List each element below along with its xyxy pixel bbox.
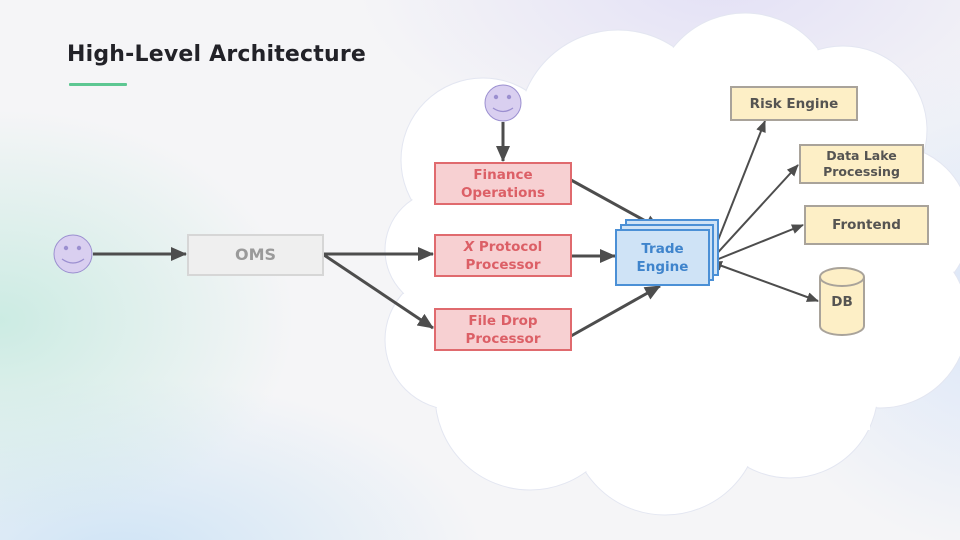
oms-box[interactable]: OMS: [187, 234, 324, 276]
data-lake-label-line1: Data Lake: [826, 148, 897, 163]
x-protocol-label-line2: Processor: [465, 256, 541, 273]
db-cylinder-icon: [819, 267, 865, 336]
slide-title: High-Level Architecture: [67, 42, 367, 67]
edge-tradeengine-to-datalake: [710, 164, 799, 261]
file-drop-label-line1: File Drop: [468, 312, 538, 329]
edge-tradeengine-to-frontend: [710, 224, 804, 263]
x-protocol-prefix: X: [463, 238, 475, 255]
external-user-smiley-icon: [53, 234, 93, 274]
trade-engine-label-line1: Trade: [641, 240, 684, 257]
edge-tradeengine-to-riskengine: [710, 120, 766, 259]
edge-tradeengine-db-bidirectional: [710, 261, 819, 302]
frontend-box[interactable]: Frontend: [804, 205, 929, 245]
risk-engine-label: Risk Engine: [749, 95, 839, 112]
x-protocol-processor-box[interactable]: X Protocol Processor: [434, 234, 572, 277]
risk-engine-box[interactable]: Risk Engine: [730, 86, 858, 121]
file-drop-processor-box[interactable]: File Drop Processor: [434, 308, 572, 351]
trade-engine-label-line2: Engine: [636, 258, 689, 275]
frontend-label: Frontend: [832, 217, 901, 233]
db-label: DB: [831, 294, 853, 310]
trade-engine-box[interactable]: Trade Engine: [615, 229, 710, 286]
file-drop-label-line2: Processor: [465, 330, 541, 347]
finance-operations-box[interactable]: Finance Operations: [434, 162, 572, 205]
finance-operations-label-line2: Operations: [460, 184, 546, 201]
data-lake-label-line2: Processing: [823, 164, 900, 179]
title-underline: [69, 83, 127, 86]
oms-label: OMS: [234, 245, 277, 264]
edge-oms-to-filedrop: [323, 253, 434, 330]
x-protocol-label-line1: Protocol: [474, 238, 543, 255]
finance-user-smiley-icon: [484, 84, 522, 122]
finance-operations-label-line1: Finance: [473, 166, 533, 183]
edge-filedrop-to-tradeengine: [570, 284, 661, 338]
data-lake-processing-box[interactable]: Data Lake Processing: [799, 144, 924, 184]
